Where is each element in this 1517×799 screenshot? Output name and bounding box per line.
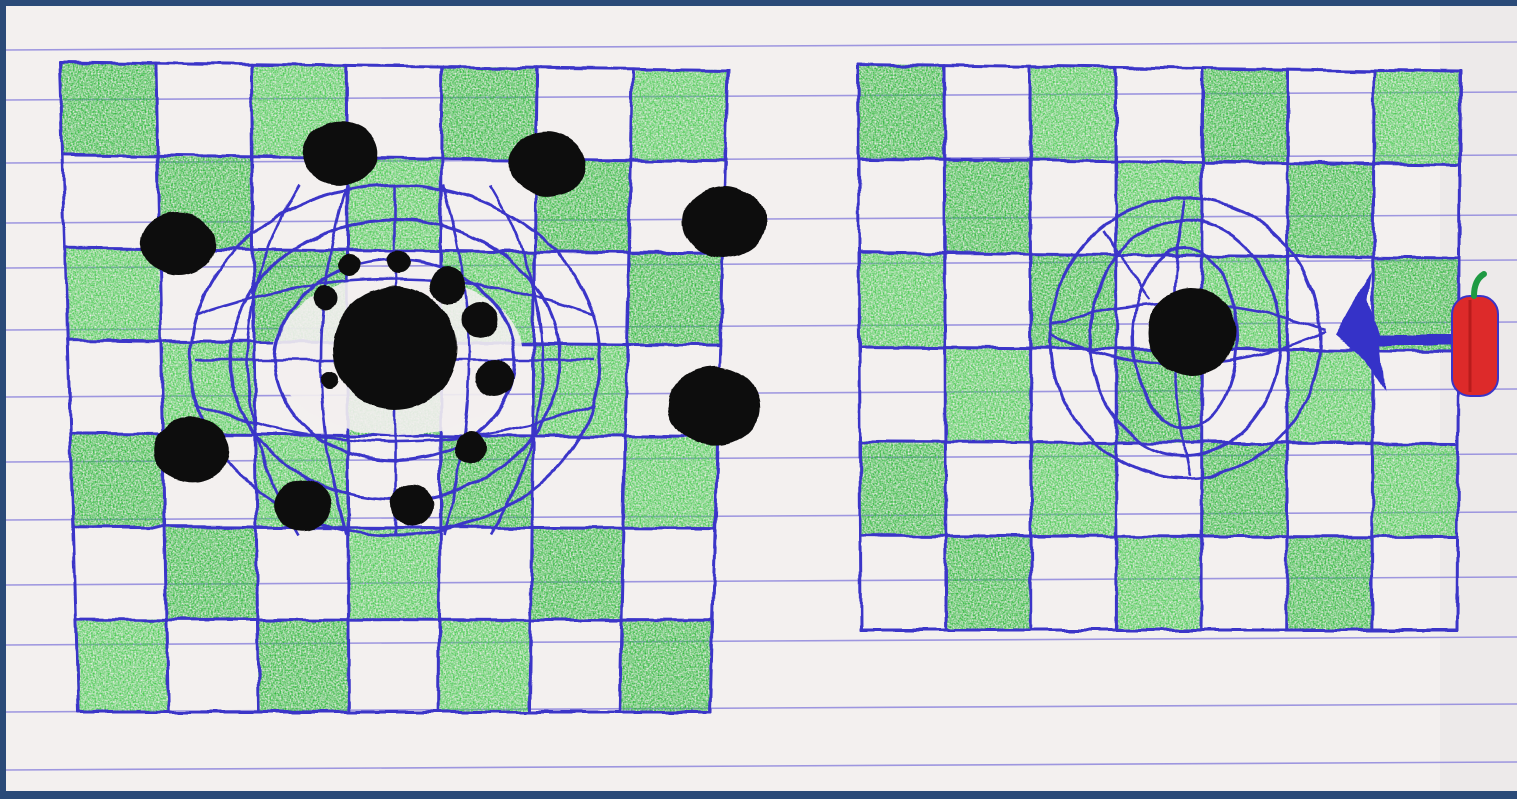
outer-mass [302,121,378,186]
green-cell [531,528,624,620]
green-cell [620,620,713,712]
outer-mass [141,213,215,276]
green-cell [65,248,161,342]
green-cell [1031,442,1117,536]
green-cell [70,433,164,526]
green-cell [257,619,348,712]
right-central-mass [1148,288,1236,376]
orbiting-mass [313,286,337,310]
green-cell [1374,71,1460,165]
orbiting-mass [454,432,486,464]
outer-mass [509,132,585,197]
orbiting-mass [391,484,433,526]
orbiting-mass [339,254,361,276]
green-cell [348,527,440,620]
orbiting-mass [430,267,466,303]
green-cell [1287,537,1373,630]
outer-mass [154,418,230,483]
green-cell [627,253,723,346]
outer-mass [274,480,333,530]
green-cell [1030,254,1116,349]
green-cell [945,348,1031,443]
orbiting-mass [462,302,498,338]
green-cell [859,253,945,348]
green-cell [1030,66,1116,161]
green-cell [858,64,944,159]
green-cell [533,344,627,437]
green-cell [946,536,1032,630]
green-cell [1288,163,1374,257]
orbiting-mass [476,359,514,397]
green-cell [1202,443,1288,537]
grid-line-horizontal [75,619,712,620]
capsule-body [1452,296,1498,396]
green-cell [860,441,946,536]
green-cell [1372,444,1458,537]
outer-mass [668,366,760,445]
medium-mass [1148,288,1236,376]
green-cell [60,62,157,156]
black-hole-icon [333,286,457,410]
green-cell [75,619,168,712]
green-cell [623,436,717,528]
orbiting-mass [321,371,339,389]
green-cell [631,69,728,162]
green-cell [944,159,1030,254]
orbiting-mass [386,250,410,274]
green-cell [1202,69,1288,164]
outer-mass [682,186,766,258]
green-cell [1287,350,1373,444]
green-cell [165,527,258,620]
green-cell [1116,536,1201,630]
green-cell [439,620,530,712]
grid-line-horizontal [861,536,1458,537]
